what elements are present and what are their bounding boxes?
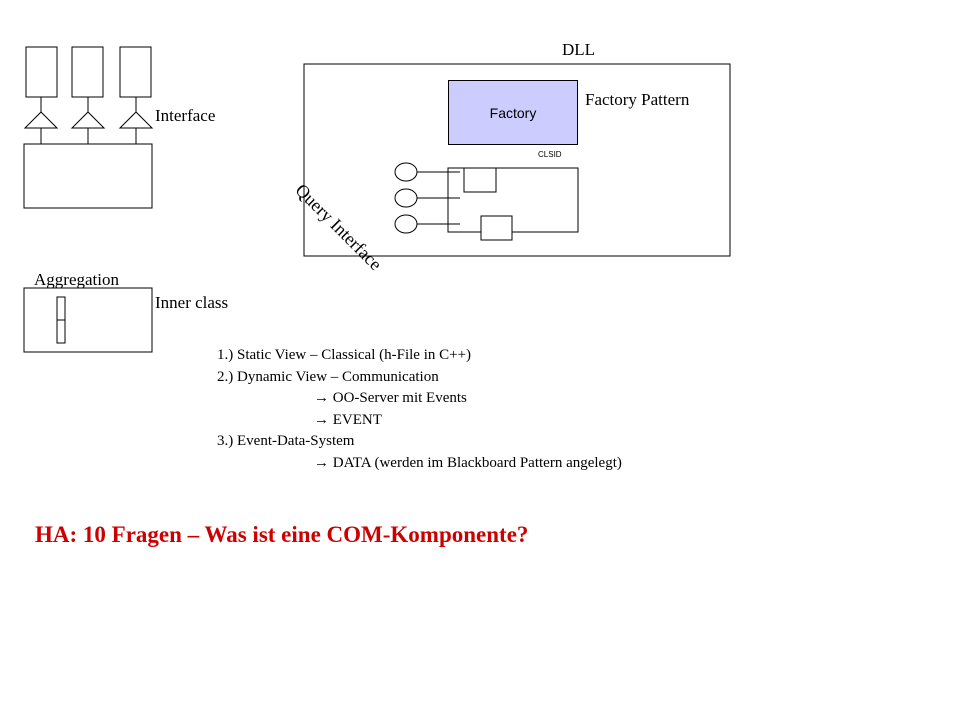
- homework-heading: HA: 10 Fragen – Was ist eine COM-Kompone…: [35, 522, 529, 547]
- clsid-label: CLSID: [538, 150, 562, 159]
- interface-triangle-1: [23, 111, 59, 129]
- list-item: 3.) Event-Data-System: [217, 433, 355, 449]
- view-list: 1.) Static View – Classical (h-File in C…: [217, 345, 622, 474]
- list-subitem: → EVENT: [314, 411, 382, 428]
- interface-component-2: [71, 46, 104, 98]
- factory-box: Factory: [448, 80, 578, 145]
- list-item: 2.) Dynamic View – Communication: [217, 368, 439, 385]
- factory-pattern-label: Factory Pattern: [585, 90, 690, 109]
- interface-triangle-2: [70, 111, 106, 129]
- list-subitem: → DATA (werden im Blackboard Pattern ang…: [314, 454, 622, 471]
- com-interface-circle-2: [394, 188, 418, 208]
- arrow-right-icon: →: [314, 454, 329, 471]
- list-item: 1.) Static View – Classical (h-File in C…: [217, 347, 472, 363]
- interface-label: Interface: [155, 106, 216, 125]
- com-interface-circle-3: [394, 214, 418, 234]
- inner-class-label: Inner class: [155, 293, 229, 312]
- interface-component-1: [25, 46, 58, 98]
- interface-triangle-3: [118, 111, 154, 129]
- aggregation-box: [23, 287, 153, 353]
- component-inner-box-1: [463, 167, 497, 193]
- factory-label: Factory: [489, 104, 537, 121]
- dll-label: DLL: [562, 40, 596, 59]
- com-interface-circle-1: [394, 162, 418, 182]
- component-inner-box-2: [480, 215, 513, 241]
- aggregation-label: Aggregation: [34, 270, 119, 289]
- arrow-right-icon: →: [314, 411, 329, 428]
- interface-base-box: [23, 143, 153, 209]
- arrow-right-icon: →: [314, 390, 329, 406]
- list-subitem: → OO-Server mit Events: [314, 390, 467, 406]
- interface-component-3: [119, 46, 152, 98]
